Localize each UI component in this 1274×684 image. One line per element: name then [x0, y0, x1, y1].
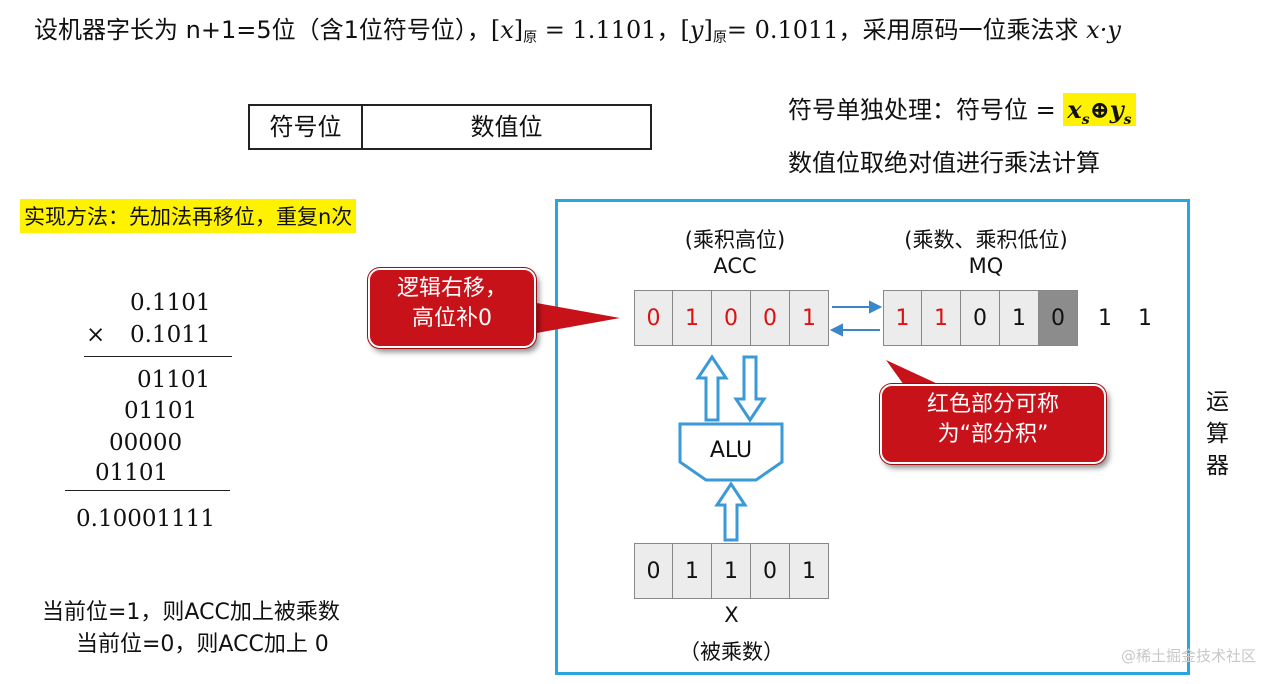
sign-xor-expression: xs⊕ys — [1063, 93, 1136, 128]
goal-expression: x·y — [1086, 16, 1121, 44]
divider-line — [84, 356, 232, 357]
x-bit: 0 — [634, 543, 673, 599]
x-bit: 1 — [790, 543, 829, 599]
times-sign: × — [86, 322, 106, 348]
xor-icon: ⊕ — [1089, 95, 1110, 124]
shift-callout: 逻辑右移， 高位补0 — [368, 268, 536, 348]
acc-bit: 0 — [634, 290, 673, 346]
mq-bit: 0 — [961, 290, 1000, 346]
alu-panel — [555, 199, 1190, 675]
rule-bit-one: 当前位=1，则ACC加上被乘数 — [42, 600, 340, 625]
x-name: X — [724, 603, 739, 627]
watermark: @稀土掘金技术社区 — [1120, 647, 1256, 665]
abs-rule: 数值位取绝对值进行乘法计算 — [788, 149, 1100, 177]
arrow-alu-to-acc — [695, 354, 729, 422]
mq-current-bit: 0 — [1039, 290, 1078, 346]
shift-callout-tail — [520, 300, 620, 336]
mq-name: MQ — [968, 254, 1004, 278]
arrow-acc-to-alu — [733, 355, 767, 423]
alu-label: ALU — [709, 438, 753, 463]
rule-bit-zero: 当前位=0，则ACC加上 0 — [76, 632, 329, 657]
x-var: x — [500, 16, 514, 44]
value-bits-cell: 数值位 — [470, 113, 543, 141]
x-caption: （被乘数） — [679, 640, 784, 664]
partial-product-3: 00000 — [109, 430, 183, 456]
shifted-out-bit: 1 — [1098, 306, 1112, 331]
multiplier: 0.1011 — [130, 322, 211, 348]
partial-product-1: 01101 — [137, 367, 211, 393]
x-register: 0 1 1 0 1 — [634, 543, 829, 599]
x-close: ] — [513, 16, 524, 44]
arrow-x-to-alu — [714, 481, 748, 542]
problem-statement: 设机器字长为 n+1=5位（含1位符号位），[x]原 = 1.1101，[y]原… — [34, 10, 1121, 47]
unit-label: 运 算 器 — [1206, 389, 1229, 479]
y-close: ] — [703, 16, 713, 44]
y-var: y — [689, 16, 704, 44]
partial-callout-tail — [886, 360, 940, 385]
mq-bit: 1 — [922, 290, 961, 346]
partial-product-2: 01101 — [124, 398, 198, 424]
x-open: [ — [490, 16, 501, 44]
acc-bit: 0 — [712, 290, 751, 346]
divider-line — [65, 490, 230, 491]
x-bit: 1 — [673, 543, 712, 599]
product-result: 0.10001111 — [76, 506, 216, 532]
title-prefix: 设机器字长为 n+1=5位（含1位符号位）， — [34, 16, 491, 44]
xs-sub: s — [1081, 111, 1090, 128]
y-value: = 0.1011，采用原码一位乘法求 — [726, 16, 1087, 44]
partial-product-callout: 红色部分可称 为“部分积” — [880, 384, 1106, 464]
mq-register: 1 1 0 1 0 — [883, 290, 1078, 346]
mq-bit: 1 — [1000, 290, 1039, 346]
format-box: 符号位 数值位 — [248, 104, 652, 150]
xs-var: x — [1067, 95, 1082, 124]
method-highlight: 实现方法：先加法再移位，重复n次 — [20, 199, 357, 233]
acc-bit: 1 — [790, 290, 829, 346]
x-sub: 原 — [523, 30, 538, 46]
y-open: [ — [680, 16, 690, 44]
mq-bit: 1 — [883, 290, 922, 346]
x-bit: 1 — [712, 543, 751, 599]
sign-rule: 符号单独处理：符号位 = xs⊕ys — [788, 90, 1136, 128]
acc-bit: 1 — [673, 290, 712, 346]
alu-shape — [678, 422, 784, 482]
arrow-mq-to-acc-head — [829, 323, 843, 337]
y-sub: 原 — [712, 30, 727, 46]
multiplicand: 0.1101 — [130, 290, 211, 316]
sign-bit-cell: 符号位 — [250, 106, 363, 148]
arrow-acc-to-mq-head — [869, 300, 883, 314]
mq-caption: (乘数、乘积低位) — [904, 228, 1068, 252]
ys-var: y — [1109, 95, 1124, 124]
transfer-arrows — [829, 300, 883, 337]
ys-sub: s — [1123, 111, 1132, 128]
x-bit: 0 — [751, 543, 790, 599]
partial-product-4: 01101 — [95, 460, 169, 486]
hollow-arrows — [695, 354, 767, 542]
acc-register: 0 1 0 0 1 — [634, 290, 829, 346]
x-value: = 1.1101， — [537, 16, 681, 44]
sign-rule-text: 符号单独处理：符号位 = — [788, 96, 1064, 124]
acc-bit: 0 — [751, 290, 790, 346]
acc-name: ACC — [713, 254, 757, 278]
shifted-out-bit: 1 — [1138, 306, 1152, 331]
acc-caption: (乘积高位) — [684, 228, 786, 252]
